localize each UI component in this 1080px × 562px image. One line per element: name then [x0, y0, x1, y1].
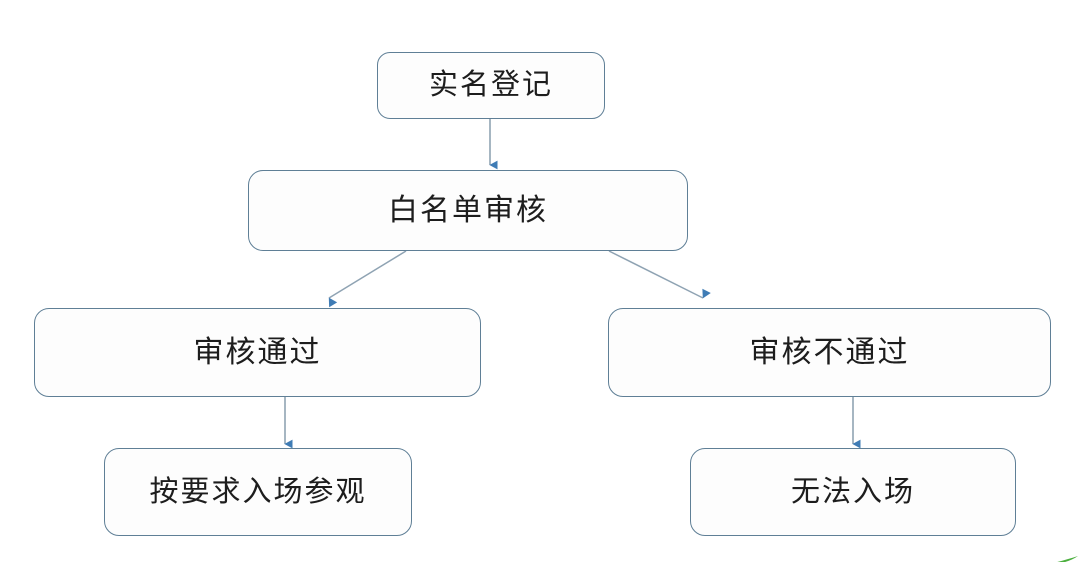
flow-node-whitelist-review[interactable]: 白名单审核 — [248, 170, 688, 251]
flow-node-entry-denied[interactable]: 无法入场 — [690, 448, 1016, 536]
flow-node-label: 审核不通过 — [749, 335, 910, 369]
flow-node-label: 审核通过 — [193, 335, 322, 369]
flow-node-enter-as-required[interactable]: 按要求入场参观 — [104, 448, 412, 536]
flow-node-real-name-registration[interactable]: 实名登记 — [377, 52, 605, 119]
edge-whitelist-to-approved — [328, 250, 407, 308]
green-corner-mark-icon — [1038, 552, 1080, 562]
flow-node-label: 实名登记 — [428, 69, 553, 101]
edge-whitelist-to-rejected — [608, 250, 711, 299]
flow-node-review-rejected[interactable]: 审核不通过 — [608, 308, 1051, 397]
flow-node-label: 无法入场 — [790, 475, 915, 508]
flow-node-label: 按要求入场参观 — [149, 475, 367, 508]
flow-node-label: 白名单审核 — [388, 193, 548, 227]
flow-node-review-approved[interactable]: 审核通过 — [34, 308, 481, 397]
